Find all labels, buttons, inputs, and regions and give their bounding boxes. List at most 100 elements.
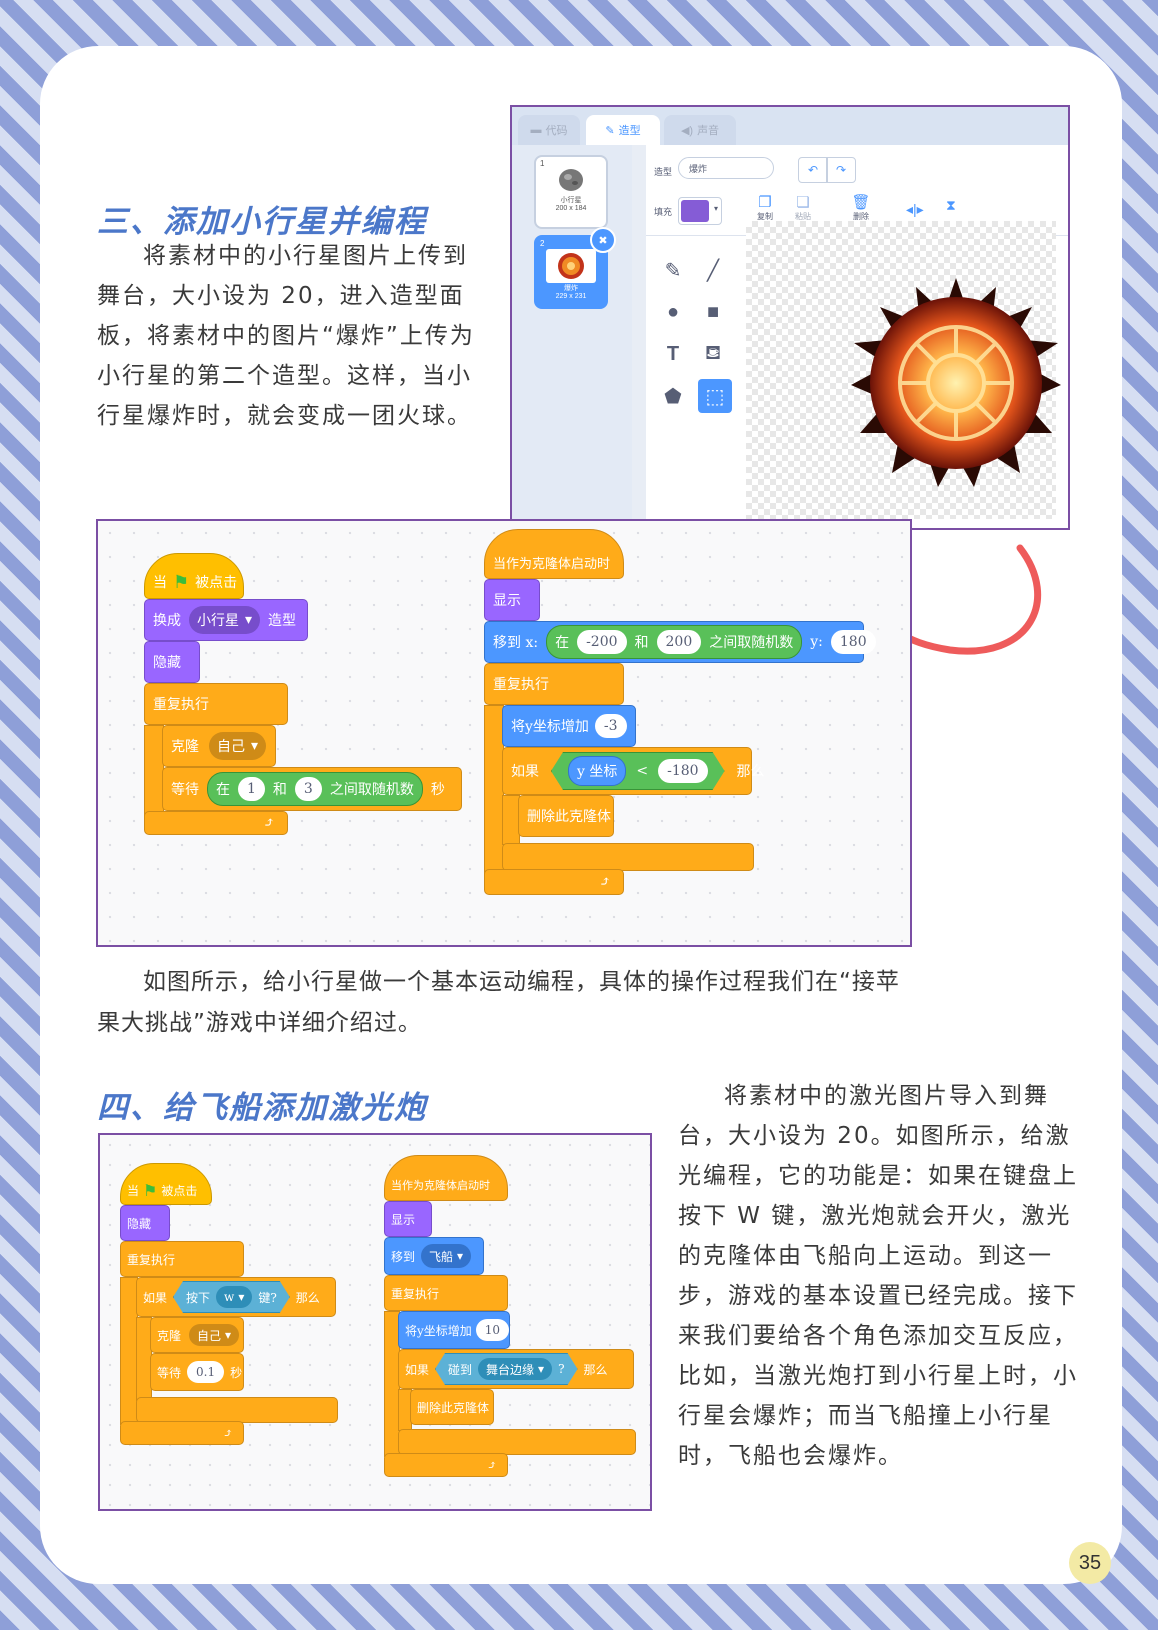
show-block[interactable]: 显示 — [484, 579, 540, 621]
delete-label: 删除此克隆体 — [417, 1400, 490, 1415]
costume-list: 1 小行星 200 x 184 2 爆炸 229 x 231 ✖ — [512, 145, 632, 528]
clone-target-dropdown[interactable]: 自己▾ — [189, 1324, 240, 1346]
wait-block[interactable]: 等待 0.1 秒 — [150, 1353, 244, 1391]
in-label: 在 — [216, 782, 230, 798]
forever-block-footer: ⤴ — [384, 1453, 508, 1477]
flip-horizontal-icon[interactable]: ◂|▸ — [906, 201, 924, 217]
fill-color-picker[interactable]: ▾ — [678, 197, 722, 225]
code-icon: ▬ — [530, 124, 542, 136]
tab-code[interactable]: ▬代码 — [518, 115, 580, 145]
fill-tool-icon[interactable]: ⛾ — [704, 341, 722, 364]
paint-canvas[interactable] — [746, 221, 1061, 519]
hide-block[interactable]: 隐藏 — [144, 641, 200, 683]
eraser-tool-icon[interactable]: ⬟ — [664, 385, 682, 408]
dy-input[interactable]: -3 — [594, 714, 627, 738]
clone-start-label: 当作为克隆体启动时 — [391, 1179, 490, 1192]
change-y-block[interactable]: 将y坐标增加 10 — [398, 1311, 510, 1349]
middle-text: 如图所示，给小行星做一个基本运动编程，具体的操作过程我们在“接苹果大挑战”游戏中… — [97, 969, 900, 1036]
forever-block[interactable]: 重复执行 — [484, 663, 624, 705]
text-tool-icon[interactable]: T — [666, 342, 680, 365]
delete-label: 删除此克隆体 — [527, 809, 611, 825]
forever-block[interactable]: 重复执行 — [144, 683, 288, 725]
if-block-footer — [502, 843, 754, 871]
y-input[interactable]: 180 — [830, 630, 876, 654]
clone-target-dropdown[interactable]: 自己▾ — [209, 732, 267, 760]
trash-icon: 🗑 — [851, 194, 871, 211]
select-tool-icon[interactable]: ⬚ — [698, 379, 732, 413]
forever-block-footer: ⤴ — [144, 811, 288, 835]
forever-block-footer: ⤴ — [484, 869, 624, 895]
costume-list-scrollbar[interactable] — [632, 145, 646, 528]
copy-button[interactable]: ❐复制 — [750, 193, 780, 222]
costume-item-explosion[interactable]: 2 爆炸 229 x 231 ✖ — [534, 227, 616, 309]
costume-item-asteroid[interactable]: 1 小行星 200 x 184 — [534, 155, 608, 229]
forever-block[interactable]: 重复执行 — [120, 1241, 244, 1277]
forever-label: 重复执行 — [391, 1286, 440, 1301]
switch-costume-block[interactable]: 换成 小行星▾ 造型 — [144, 599, 308, 641]
section4-title: 四、给飞船添加激光炮 — [97, 1090, 427, 1126]
costume-value: 小行星 — [197, 613, 239, 629]
go-to-xy-block[interactable]: 移到 x: 在 -200 和 200 之间取随机数 y: 180 — [484, 621, 876, 663]
go-to-target-block[interactable]: 移到 飞船▾ — [384, 1237, 484, 1275]
y-position-reporter[interactable]: y 坐标 — [568, 756, 626, 786]
less-than-operator[interactable]: y 坐标 < -180 — [551, 752, 725, 790]
dy-input[interactable]: 10 — [475, 1319, 510, 1341]
tab-costumes[interactable]: ✎造型 — [586, 115, 660, 145]
redo-icon[interactable]: ↷ — [826, 157, 856, 183]
tab-sounds[interactable]: ◀)声音 — [664, 115, 736, 145]
random-max-input[interactable]: 3 — [294, 777, 322, 801]
if-block-footer — [398, 1429, 636, 1455]
touching-sensor[interactable]: 碰到 舞台边缘▾ ? — [435, 1353, 578, 1385]
clone-label: 克隆 — [157, 1328, 182, 1343]
when-start-as-clone-block[interactable]: 当作为克隆体启动时 — [484, 529, 624, 579]
when-flag-clicked-block[interactable]: 当 ⚑ 被点击 — [120, 1163, 212, 1205]
forever-block[interactable]: 重复执行 — [384, 1275, 508, 1311]
clone-block[interactable]: 克隆 自己▾ — [150, 1317, 244, 1353]
explosion-thumbnail — [546, 249, 596, 283]
flip-vertical-icon[interactable]: ⧗ — [946, 197, 956, 213]
if-block[interactable]: 如果 按下 w▾ 键? 那么 — [136, 1277, 336, 1317]
x-max-input[interactable]: 200 — [656, 630, 702, 654]
target-dropdown[interactable]: 飞船▾ — [421, 1244, 472, 1268]
section3-text: 将素材中的小行星图片上传到舞台，大小设为 20，进入造型面板，将素材中的图片“爆… — [97, 243, 475, 429]
random-operator[interactable]: 在 1 和 3 之间取随机数 — [207, 772, 423, 806]
when-flag-clicked-block[interactable]: 当 ⚑ 被点击 — [144, 553, 244, 599]
if-block[interactable]: 如果 y 坐标 < -180 那么 — [502, 747, 765, 795]
wait-input[interactable]: 0.1 — [187, 1361, 225, 1383]
delete-clone-block[interactable]: 删除此克隆体 — [518, 795, 614, 837]
show-block[interactable]: 显示 — [384, 1201, 432, 1237]
paste-button[interactable]: ❏粘贴 — [788, 193, 818, 222]
x-min-input[interactable]: -200 — [577, 630, 627, 654]
brush-tool-icon[interactable]: ✎ — [664, 259, 682, 282]
edge-dropdown[interactable]: 舞台边缘▾ — [478, 1358, 552, 1380]
chevron-down-icon: ▾ — [245, 612, 253, 628]
if-block[interactable]: 如果 碰到 舞台边缘▾ ? 那么 — [398, 1349, 634, 1389]
goto-label: 移到 x: — [493, 635, 539, 651]
delete-clone-block[interactable]: 删除此克隆体 — [410, 1389, 494, 1425]
change-y-block[interactable]: 将y坐标增加 -3 — [502, 705, 636, 747]
circle-tool-icon[interactable]: ● — [666, 300, 680, 323]
wait-block[interactable]: 等待 在 1 和 3 之间取随机数 秒 — [162, 767, 462, 811]
key-pressed-sensor[interactable]: 按下 w▾ 键? — [173, 1281, 290, 1313]
rectangle-tool-icon[interactable]: ■ — [706, 300, 720, 323]
trash-icon[interactable]: ✖ — [590, 227, 616, 253]
random-x-operator[interactable]: 在 -200 和 200 之间取随机数 — [546, 625, 803, 659]
page-number: 35 — [1069, 1542, 1111, 1584]
costume-name-input[interactable] — [678, 157, 774, 179]
hide-block[interactable]: 隐藏 — [120, 1205, 170, 1241]
undo-icon[interactable]: ↶ — [798, 157, 828, 183]
when-start-as-clone-block[interactable]: 当作为克隆体启动时 — [384, 1155, 508, 1201]
costume-dropdown[interactable]: 小行星 ▾ — [189, 606, 261, 634]
limit-input[interactable]: -180 — [658, 759, 707, 783]
then-label: 那么 — [736, 764, 765, 780]
if-label: 如果 — [511, 764, 539, 780]
then-label: 那么 — [583, 1362, 608, 1377]
when-label: 当 — [127, 1183, 140, 1198]
delete-button[interactable]: 🗑删除 — [846, 193, 876, 222]
key-dropdown[interactable]: w▾ — [216, 1286, 252, 1308]
asteroid-thumbnail-icon — [559, 169, 583, 191]
random-min-input[interactable]: 1 — [238, 777, 265, 801]
line-tool-icon[interactable]: ╱ — [706, 259, 720, 282]
clone-block[interactable]: 克隆 自己▾ — [162, 725, 276, 767]
in-label: 在 — [555, 635, 570, 651]
